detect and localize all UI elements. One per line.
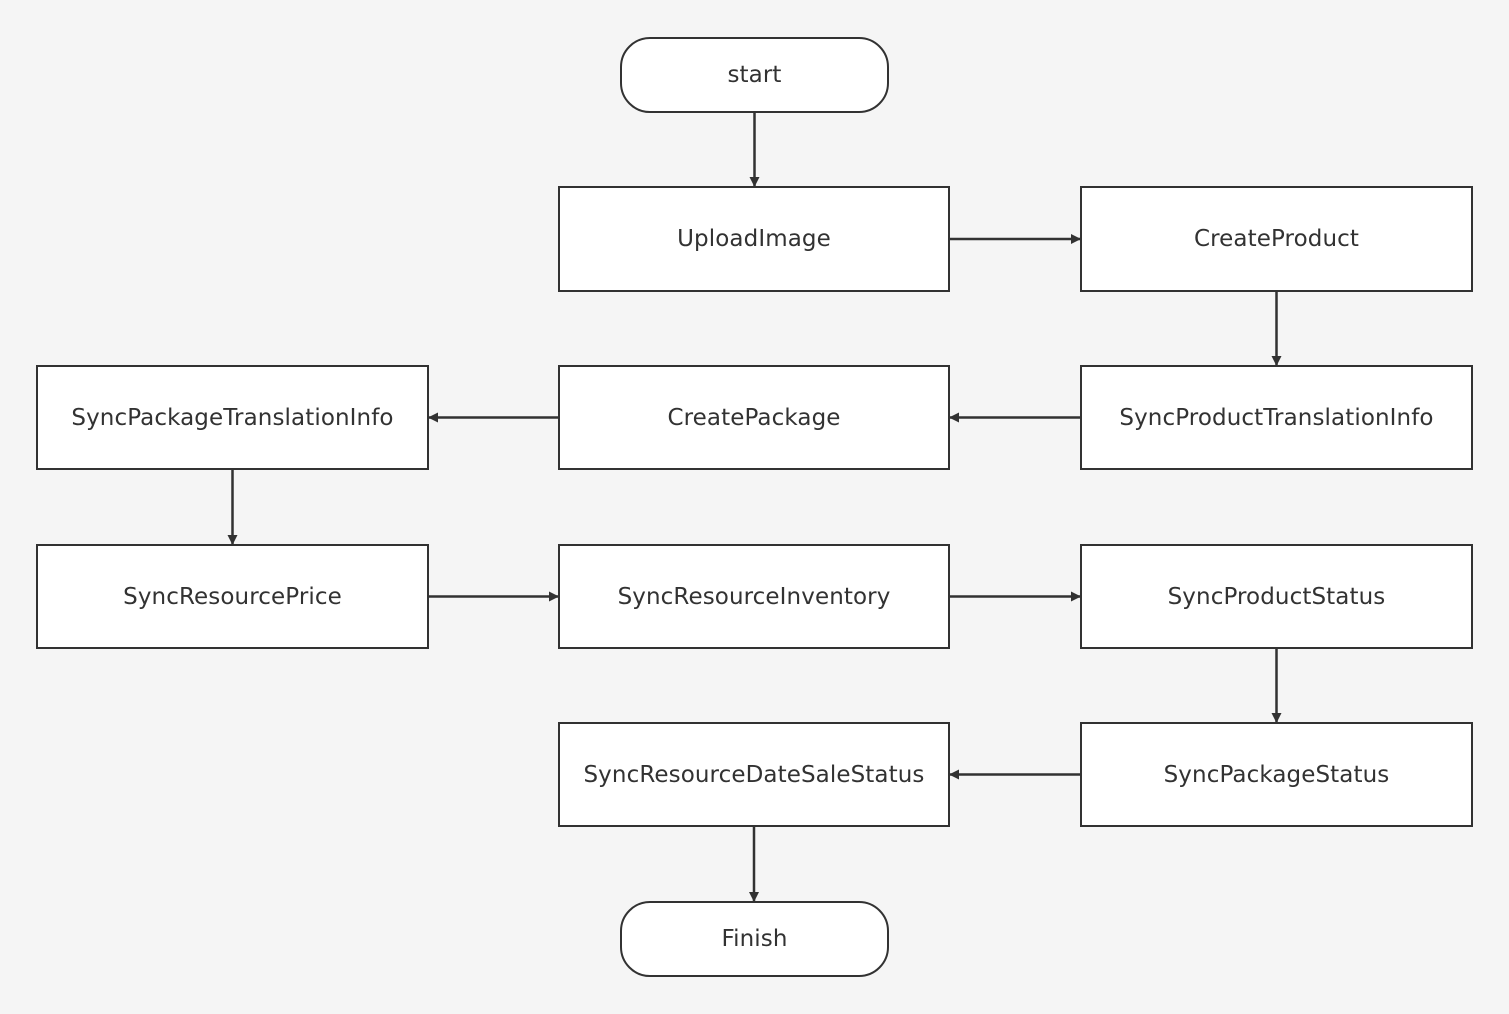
sync-resource-price-node: SyncResourcePrice — [36, 544, 429, 649]
finish-node: Finish — [620, 901, 889, 977]
sync-product-translation-info-node: SyncProductTranslationInfo — [1080, 365, 1473, 470]
sync-resource-date-sale-status-label: SyncResourceDateSaleStatus — [583, 761, 925, 788]
upload-image-node: UploadImage — [558, 186, 950, 292]
sync-resource-date-sale-status-node: SyncResourceDateSaleStatus — [558, 722, 950, 827]
upload-image-label: UploadImage — [677, 226, 831, 252]
sync-resource-inventory-label: SyncResourceInventory — [617, 583, 891, 610]
sync-product-status-node: SyncProductStatus — [1080, 544, 1473, 649]
create-product-node: CreateProduct — [1080, 186, 1473, 292]
sync-package-status-label: SyncPackageStatus — [1163, 761, 1390, 788]
sync-resource-price-label: SyncResourcePrice — [123, 583, 342, 610]
sync-package-translation-info-label: SyncPackageTranslationInfo — [71, 404, 394, 431]
sync-resource-inventory-node: SyncResourceInventory — [558, 544, 950, 649]
create-product-label: CreateProduct — [1193, 226, 1360, 252]
sync-product-status-label: SyncProductStatus — [1167, 583, 1386, 610]
sync-product-translation-info-label: SyncProductTranslationInfo — [1119, 404, 1434, 431]
start-label: start — [727, 62, 782, 88]
create-package-label: CreatePackage — [667, 404, 841, 431]
start-node: start — [620, 37, 889, 113]
create-package-node: CreatePackage — [558, 365, 950, 470]
sync-package-translation-info-node: SyncPackageTranslationInfo — [36, 365, 429, 470]
sync-package-status-node: SyncPackageStatus — [1080, 722, 1473, 827]
finish-label: Finish — [721, 926, 788, 952]
